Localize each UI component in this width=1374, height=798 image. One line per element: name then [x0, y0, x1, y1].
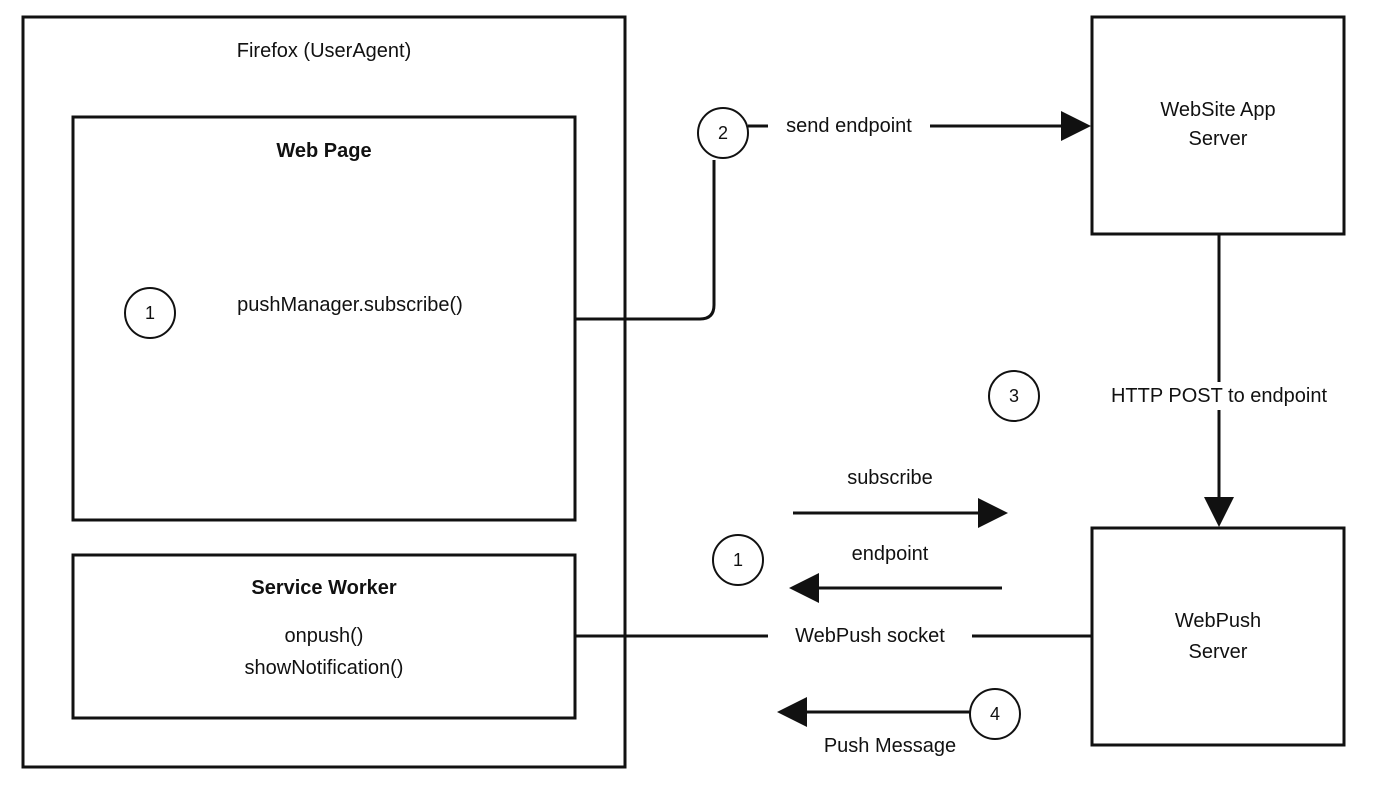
push-server-box — [1090, 526, 1346, 747]
push-message-step-number: 4 — [989, 704, 1000, 724]
send-endpoint-step-number: 2 — [717, 123, 728, 143]
app-server-box — [1090, 15, 1346, 236]
web-page-title: Web Page — [276, 140, 372, 162]
http-post-label: HTTP POST to endpoint — [1082, 384, 1356, 408]
endpoint-label: endpoint — [851, 543, 929, 565]
subscribe-label: subscribe — [847, 467, 933, 489]
firefox-box — [21, 15, 627, 769]
step-circle-http-post — [988, 370, 1040, 422]
service-worker-onpush: onpush() — [284, 625, 364, 647]
app-server-name-line1: WebSite App — [1160, 99, 1276, 121]
send-endpoint-label: send endpoint — [786, 115, 912, 137]
service-worker-title: Service Worker — [251, 577, 397, 599]
step-circle-send-endpoint — [697, 107, 749, 159]
firefox-title: Firefox (UserAgent) — [236, 40, 412, 62]
web-page-step-number: 1 — [144, 303, 155, 323]
push-server-name-line2: Server — [1188, 641, 1248, 663]
send-endpoint-connector — [575, 160, 716, 321]
app-server-name-line2: Server — [1188, 128, 1248, 150]
step-circle-web-page — [124, 287, 176, 339]
endpoint-step-number: 1 — [732, 550, 743, 570]
push-server-name-line1: WebPush — [1174, 610, 1262, 632]
http-post-step-number: 3 — [1008, 386, 1019, 406]
webpush-socket-label: WebPush socket — [768, 624, 972, 648]
push-message-label: Push Message — [823, 735, 957, 757]
step-circle-endpoint — [712, 534, 764, 586]
step-circle-push-message — [969, 688, 1021, 740]
push-manager-subscribe-call: pushManager.subscribe() — [237, 294, 463, 316]
service-worker-show-notification: showNotification() — [244, 657, 404, 679]
